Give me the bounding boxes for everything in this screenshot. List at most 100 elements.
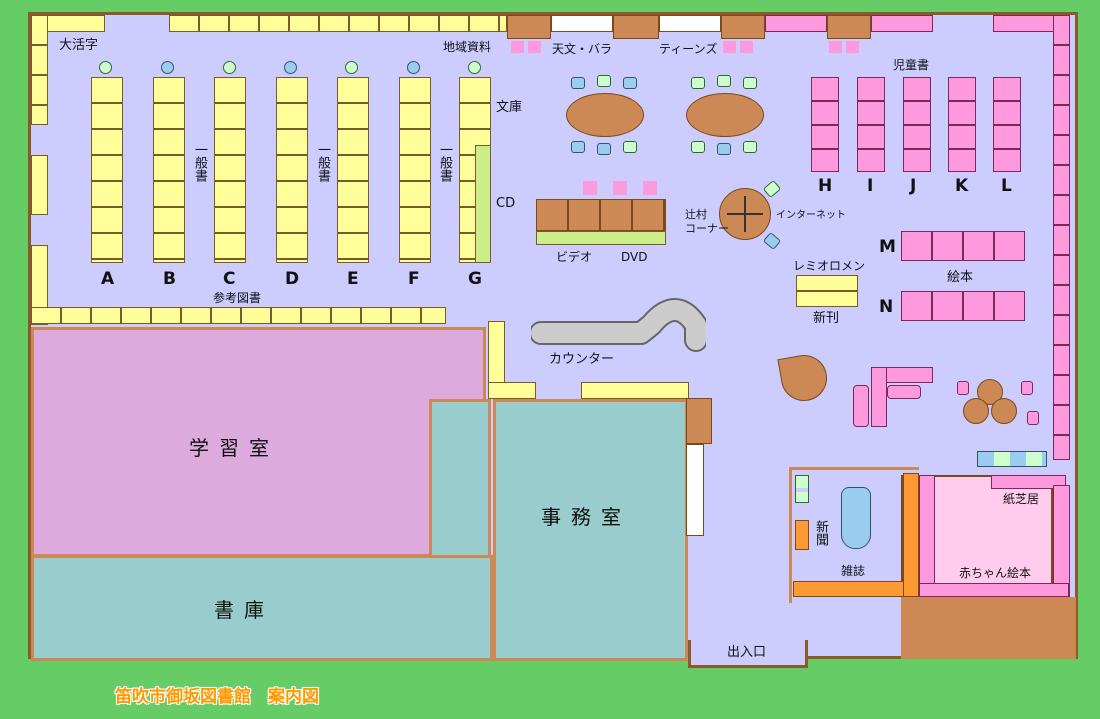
large-print-label: 大活字 <box>59 38 99 53</box>
cd-shelf[interactable] <box>475 145 491 263</box>
general-books-label-1: 一般書 <box>192 143 207 182</box>
reading-table-1[interactable] <box>566 93 644 137</box>
chair <box>623 77 637 89</box>
magazines-label: 雑誌 <box>841 564 866 578</box>
shelf-l[interactable] <box>993 77 1021 172</box>
chair <box>1027 411 1039 425</box>
study-room-label: 学習室 <box>189 436 279 460</box>
shelf-e[interactable] <box>337 77 369 263</box>
shelf-label-b: B <box>163 269 176 289</box>
shelf-label-a: A <box>101 269 115 289</box>
chair <box>691 77 705 89</box>
chair <box>829 41 859 53</box>
chair <box>597 143 611 155</box>
shelf-label-g: G <box>468 269 482 289</box>
newspaper-rack[interactable] <box>795 520 809 550</box>
chair <box>795 475 809 503</box>
astronomy-stand <box>613 15 659 39</box>
stool <box>407 61 420 74</box>
shelf-k[interactable] <box>948 77 976 172</box>
dvd-label: DVD <box>621 250 648 264</box>
av-shelf[interactable] <box>536 199 666 231</box>
local-materials-stand <box>507 15 551 39</box>
shelf-m[interactable] <box>901 231 1025 261</box>
chair <box>743 141 757 153</box>
stool <box>468 61 481 74</box>
kamishibai-label: 紙芝居 <box>1003 492 1040 506</box>
shelf-label-j: J <box>910 176 917 196</box>
reading-table-2[interactable] <box>686 93 764 137</box>
children-stand <box>827 15 871 39</box>
chair <box>597 75 611 87</box>
shelf-i[interactable] <box>857 77 885 172</box>
remioromen-label: レミオロメン <box>793 259 866 273</box>
half-round-table[interactable] <box>777 351 831 405</box>
counter-desk[interactable] <box>531 285 706 360</box>
shelf-label-l: L <box>1001 176 1012 196</box>
av-shelf-green[interactable] <box>536 231 666 245</box>
baby-shelf-bottom <box>919 583 1069 597</box>
shelf-a[interactable] <box>91 77 123 263</box>
shelf-n[interactable] <box>901 291 1025 321</box>
stool <box>99 61 112 74</box>
shelf-d[interactable] <box>276 77 308 263</box>
magazine-shelf-bottom[interactable] <box>793 581 919 597</box>
newspapers-label: 新聞 <box>813 520 828 546</box>
astronomy-rose-label: 天文・バラ <box>552 42 613 56</box>
astronomy-shelf <box>551 15 613 32</box>
shelf-b[interactable] <box>153 77 185 263</box>
chair <box>691 141 705 153</box>
children-wall-shelf-top-2 <box>871 15 933 32</box>
counter-partition-right <box>581 382 689 399</box>
chair <box>571 77 585 89</box>
chair <box>717 143 731 155</box>
map-title: 笛吹市御坂図書館 案内図 <box>115 687 319 707</box>
wall-shelf-left-2 <box>31 155 48 215</box>
magazine-shelf-side[interactable] <box>903 473 919 597</box>
chair-row <box>977 451 1047 467</box>
shelf-j[interactable] <box>903 77 931 172</box>
chair <box>743 77 757 89</box>
general-books-label-3: 一般書 <box>437 143 452 182</box>
shelf-h[interactable] <box>811 77 839 172</box>
teens-stand <box>721 15 765 39</box>
wall-shelf-top <box>169 15 507 32</box>
clover-table-3[interactable] <box>991 398 1017 424</box>
shelf-label-n: N <box>879 297 894 317</box>
chair <box>511 41 541 53</box>
entrance[interactable]: 出入口 <box>688 640 808 668</box>
wall-shelf-left-3 <box>31 245 48 325</box>
new-books-shelf[interactable] <box>796 275 858 307</box>
stool <box>161 61 174 74</box>
bunko-label: 文庫 <box>496 100 523 115</box>
reference-label: 参考図書 <box>213 291 262 305</box>
stool <box>345 61 358 74</box>
office-room[interactable]: 事務室 <box>493 399 688 661</box>
chair <box>762 231 782 251</box>
teens-shelf <box>659 15 721 32</box>
shelf-label-k: K <box>955 176 969 196</box>
baby-shelf-left <box>919 475 935 597</box>
new-books-label: 新刊 <box>813 311 840 326</box>
stacks-room-label: 書庫 <box>214 598 274 622</box>
bottom-right-wall <box>901 597 1076 659</box>
av-stools <box>583 181 661 195</box>
children-wall-shelf-right <box>1053 15 1070 460</box>
shelf-label-d: D <box>285 269 300 289</box>
shelf-c[interactable] <box>214 77 246 263</box>
tsujimura-cross-v <box>744 196 746 232</box>
chair <box>571 141 585 153</box>
childrens-books-label: 児童書 <box>893 58 930 72</box>
shelf-label-c: C <box>223 269 236 289</box>
magazine-area-wall-v <box>789 467 792 603</box>
stacks-room[interactable]: 書庫 <box>31 555 493 661</box>
sofa <box>887 385 921 399</box>
chair <box>762 179 782 199</box>
shelf-f[interactable] <box>399 77 431 263</box>
library-floor: 学習室 事務室 書庫 出入口 A <box>28 12 1078 668</box>
shelf-label-f: F <box>408 269 420 289</box>
clover-table-2[interactable] <box>963 398 989 424</box>
office-side-room <box>429 399 491 559</box>
study-room[interactable]: 学習室 <box>31 327 486 557</box>
shelf-label-e: E <box>347 269 359 289</box>
